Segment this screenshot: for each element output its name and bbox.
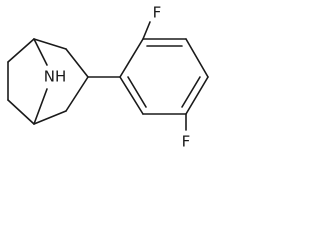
benzene-ring [119,38,209,115]
bond-c6-c5 [7,99,35,125]
fluorine-bottom-label: F [182,133,191,151]
bond-n-c5 [33,88,48,125]
ring-double-2 [181,76,201,108]
bond-c1-n [33,38,48,66]
bond-c1-c7 [7,38,35,63]
bond-c3-c4 [65,76,89,112]
ring-double-3 [127,76,147,108]
chemical-structure: NH F F [7,4,209,151]
bicyclic-ring [7,38,89,125]
ring-bond-a [119,38,144,78]
bond-c4-c5 [33,110,67,125]
fluorine-top-label: F [153,4,162,22]
ring-bond-f [119,76,144,115]
bond-c1-c2 [33,38,67,50]
ring-bond-d [185,76,209,115]
nh-label: NH [44,68,67,86]
bond-c-f-top [142,21,151,40]
ring-bond-c [185,38,209,78]
bond-c2-c3 [65,48,89,78]
